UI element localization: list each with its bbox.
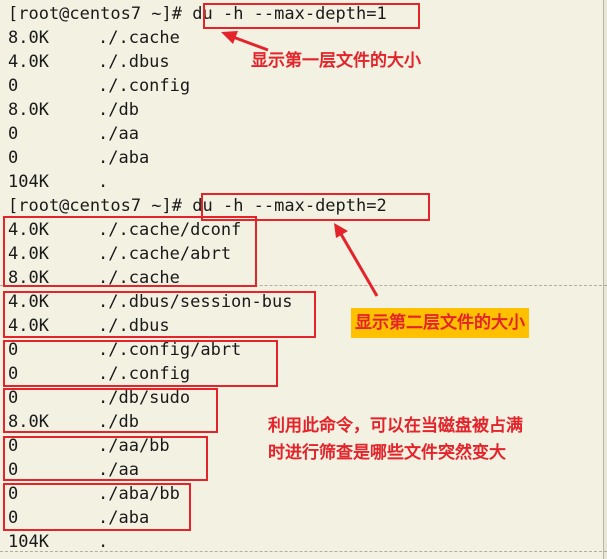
annotation-usage-line-1: 利用此命令，可以在当磁盘被占满 <box>268 416 523 436</box>
highlight-box-aba <box>3 483 191 531</box>
path-cell: ./.dbus/session-bus <box>98 292 293 312</box>
page-seam-line <box>0 551 607 552</box>
path-cell: ./aba <box>98 508 150 528</box>
size-cell: 4.0K <box>8 244 49 264</box>
output-row: 4.0K ./.dbus <box>8 314 170 338</box>
size-cell: 0 <box>8 124 19 144</box>
size-cell: 4.0K <box>8 316 49 336</box>
path-cell: ./db <box>98 100 139 120</box>
output-row: 0 ./aba <box>8 506 149 530</box>
command-text: du -h --max-depth=1 <box>192 4 387 24</box>
output-row: 4.0K ./.dbus <box>8 50 170 74</box>
size-cell: 4.0K <box>8 52 49 72</box>
output-row: 8.0K ./db <box>8 410 139 434</box>
path-cell: ./.config/abrt <box>98 340 242 360</box>
output-row: 8.0K ./db <box>8 98 139 122</box>
arrow-to-command-2 <box>334 223 379 297</box>
path-cell: ./aba/bb <box>98 484 180 504</box>
annotation-first-layer: 显示第一层文件的大小 <box>251 51 421 71</box>
output-row: 4.0K ./.dbus/session-bus <box>8 290 292 314</box>
output-row: 0 ./aa <box>8 122 139 146</box>
size-cell: 8.0K <box>8 412 49 432</box>
path-cell: ./.dbus <box>98 52 170 72</box>
size-cell: 4.0K <box>8 220 49 240</box>
path-cell: ./.config <box>98 76 191 96</box>
size-cell: 0 <box>8 76 19 96</box>
output-row: 4.0K ./.cache/dconf <box>8 218 241 242</box>
size-cell: 0 <box>8 148 19 168</box>
output-row: 0 ./aba <box>8 146 149 170</box>
highlight-box-cache <box>3 216 257 287</box>
size-cell: 0 <box>8 340 19 360</box>
output-row: 104K. <box>8 530 108 554</box>
page-seam-line <box>0 285 607 286</box>
highlight-box-dbus <box>3 291 316 338</box>
output-row: 104K. <box>8 170 108 194</box>
size-cell: 0 <box>8 460 19 480</box>
path-cell: ./.cache <box>98 268 180 288</box>
command-line-2: [root@centos7 ~]# du -h --max-depth=2 <box>8 194 387 218</box>
output-row: 0 ./aa <box>8 458 139 482</box>
size-cell: 104K <box>8 532 49 552</box>
output-row: 0 ./.config <box>8 74 190 98</box>
path-cell: ./db/sudo <box>98 388 191 408</box>
annotation-second-layer: 显示第二层文件的大小 <box>351 308 529 338</box>
path-cell: . <box>98 172 109 192</box>
annotation-usage-line-2: 时进行筛查是哪些文件突然变大 <box>268 443 506 463</box>
shell-prompt: [root@centos7 ~]# <box>8 4 182 24</box>
size-cell: 8.0K <box>8 28 49 48</box>
size-cell: 0 <box>8 484 19 504</box>
highlight-box-db <box>3 388 218 433</box>
highlight-box-command-2 <box>201 193 430 221</box>
size-cell: 0 <box>8 508 19 528</box>
highlight-box-config <box>3 340 278 387</box>
path-cell: ./.config <box>98 364 191 384</box>
size-cell: 8.0K <box>8 100 49 120</box>
path-cell: ./.cache/dconf <box>98 220 242 240</box>
output-row: 0 ./aa/bb <box>8 434 170 458</box>
path-cell: ./.cache/abrt <box>98 244 232 264</box>
size-cell: 0 <box>8 388 19 408</box>
output-row: 4.0K ./.cache/abrt <box>8 242 231 266</box>
highlight-box-command-1 <box>203 3 420 29</box>
path-cell: ./aa <box>98 460 139 480</box>
path-cell: ./aa <box>98 124 139 144</box>
path-cell: ./.cache <box>98 28 180 48</box>
path-cell: ./.dbus <box>98 316 170 336</box>
output-row: 0 ./.config/abrt <box>8 338 241 362</box>
output-row: 0 ./db/sudo <box>8 386 190 410</box>
path-cell: ./db <box>98 412 139 432</box>
size-cell: 8.0K <box>8 268 49 288</box>
path-cell: ./aba <box>98 148 150 168</box>
output-row: 0 ./aba/bb <box>8 482 180 506</box>
highlight-box-aa <box>3 436 208 481</box>
output-row: 8.0K ./.cache <box>8 266 180 290</box>
size-cell: 104K <box>8 172 49 192</box>
size-cell: 0 <box>8 364 19 384</box>
output-row: 0 ./.config <box>8 362 190 386</box>
size-cell: 4.0K <box>8 292 49 312</box>
size-cell: 0 <box>8 436 19 456</box>
arrow-to-command-1 <box>221 31 269 52</box>
command-line-1: [root@centos7 ~]# du -h --max-depth=1 <box>8 2 387 26</box>
path-cell: ./aa/bb <box>98 436 170 456</box>
shell-prompt: [root@centos7 ~]# <box>8 196 182 216</box>
output-row: 8.0K ./.cache <box>8 26 180 50</box>
path-cell: . <box>98 532 109 552</box>
